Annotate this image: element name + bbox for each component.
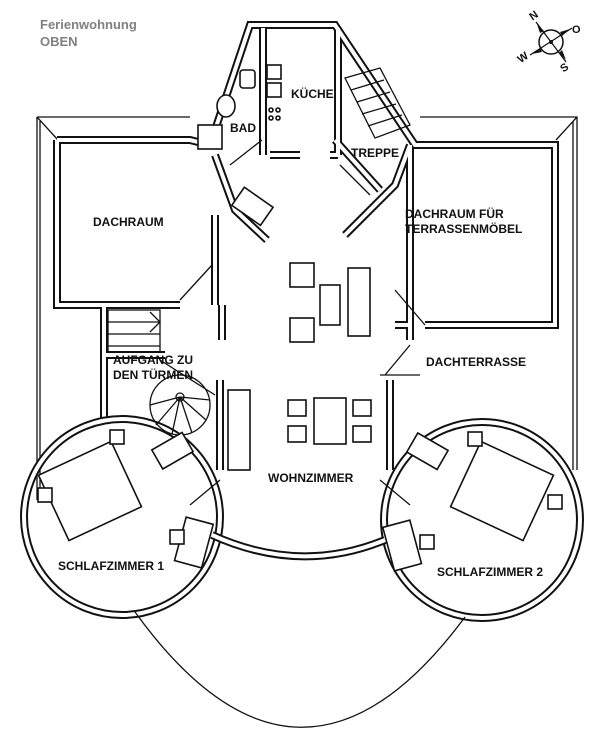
roof-outline — [36, 116, 578, 500]
bedroom2-furniture — [381, 431, 563, 572]
room-label-dachterrasse: DACHTERRASSE — [426, 355, 527, 369]
living-furniture — [227, 186, 372, 471]
room-label-wohnzimmer: WOHNZIMMER — [268, 471, 354, 485]
staircase-treppe — [344, 67, 411, 139]
kitchen-fixtures — [266, 64, 282, 121]
room-label-schlafzimmer2: SCHLAFZIMMER 2 — [437, 565, 543, 579]
aufgang-line2: DEN TÜRMEN — [113, 368, 193, 382]
room-label-dachraum: DACHRAUM — [93, 215, 164, 229]
dachraum-fuer-line2: TERRASSENMÖBEL — [405, 222, 523, 236]
title-line2: OBEN — [40, 34, 78, 49]
room-label-dachraum-terrassenmoebel: DACHRAUM FÜR TERRASSENMÖBEL — [405, 207, 522, 237]
plan-title: Ferienwohnung OBEN — [40, 16, 137, 50]
terrace-arc — [134, 611, 466, 728]
aufgang-line1: AUFGANG ZU — [113, 353, 193, 367]
spiral-staircase — [149, 374, 211, 436]
room-label-schlafzimmer1: SCHLAFZIMMER 1 — [58, 559, 164, 573]
dachraum-fuer-line1: DACHRAUM FÜR — [405, 207, 504, 221]
room-label-treppe: TREPPE — [351, 146, 400, 160]
title-line1: Ferienwohnung — [40, 17, 137, 32]
bath-fixtures — [197, 69, 256, 150]
compass-east: O — [572, 24, 581, 36]
compass-rose-icon — [529, 21, 573, 63]
walls — [20, 21, 584, 622]
room-label-bad: BAD — [230, 121, 256, 135]
bedroom1-furniture — [37, 429, 215, 569]
room-label-kueche: KÜCHE — [291, 87, 334, 101]
room-label-aufgang: AUFGANG ZU DEN TÜRMEN — [113, 353, 193, 383]
staircase-aufgang — [107, 309, 161, 353]
